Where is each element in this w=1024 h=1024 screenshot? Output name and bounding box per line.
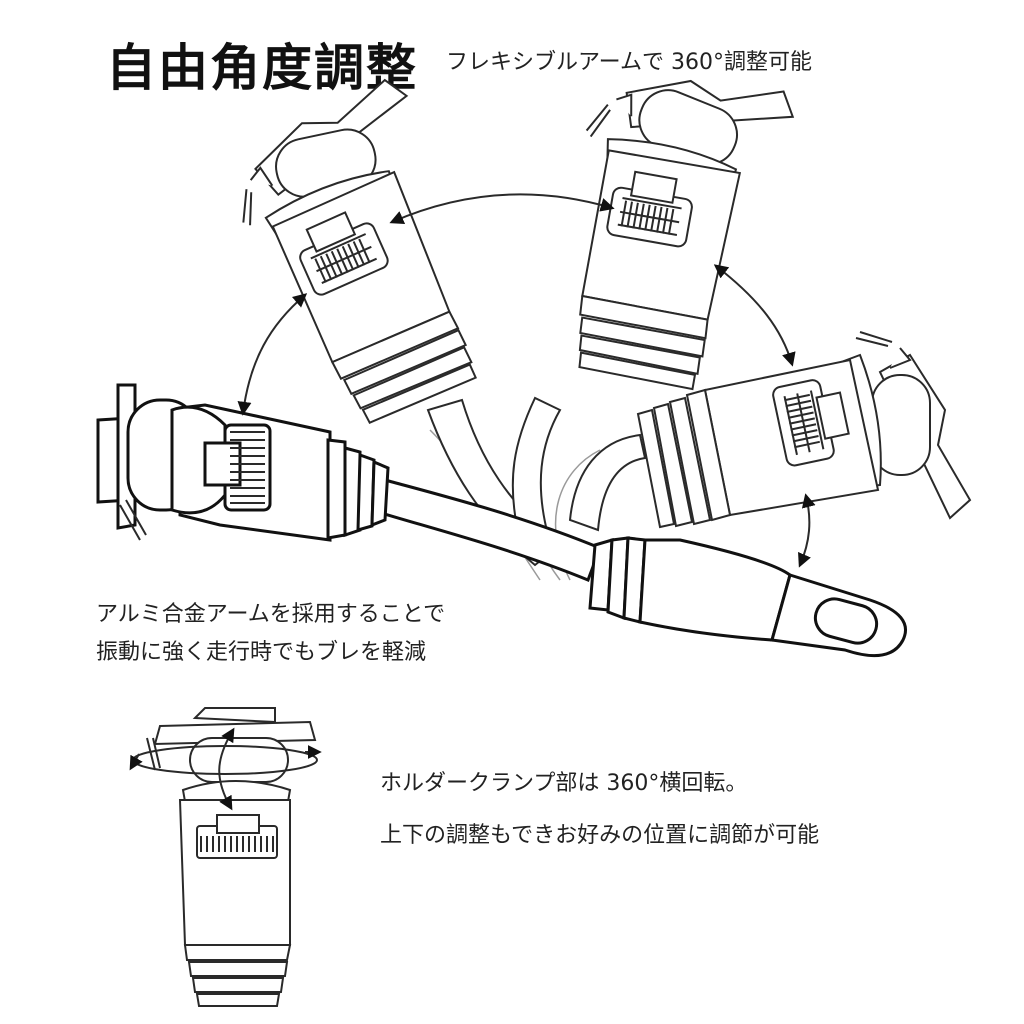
- arm-caption-line-1: アルミ合金アームを採用することで: [96, 602, 446, 627]
- page-title: 自由角度調整: [106, 39, 418, 97]
- arm-caption: アルミ合金アームを採用することで 振動に強く走行時でもブレを軽減: [96, 596, 445, 672]
- holder-caption-line-1: ホルダークランプ部は 360°横回転。: [380, 771, 748, 796]
- holder-caption: ホルダークランプ部は 360°横回転。 上下の調整もできお好みの位置に調節が可能: [380, 758, 819, 862]
- arm-caption-line-2: 振動に強く走行時でもブレを軽減: [96, 640, 427, 665]
- holder-detail: [129, 707, 322, 1007]
- arm-base: [588, 536, 908, 658]
- front-holder-unit: [96, 383, 390, 542]
- page-subtitle: フレキシブルアームで 360°調整可能: [446, 50, 813, 75]
- holder-caption-line-2: 上下の調整もできお好みの位置に調節が可能: [380, 823, 820, 848]
